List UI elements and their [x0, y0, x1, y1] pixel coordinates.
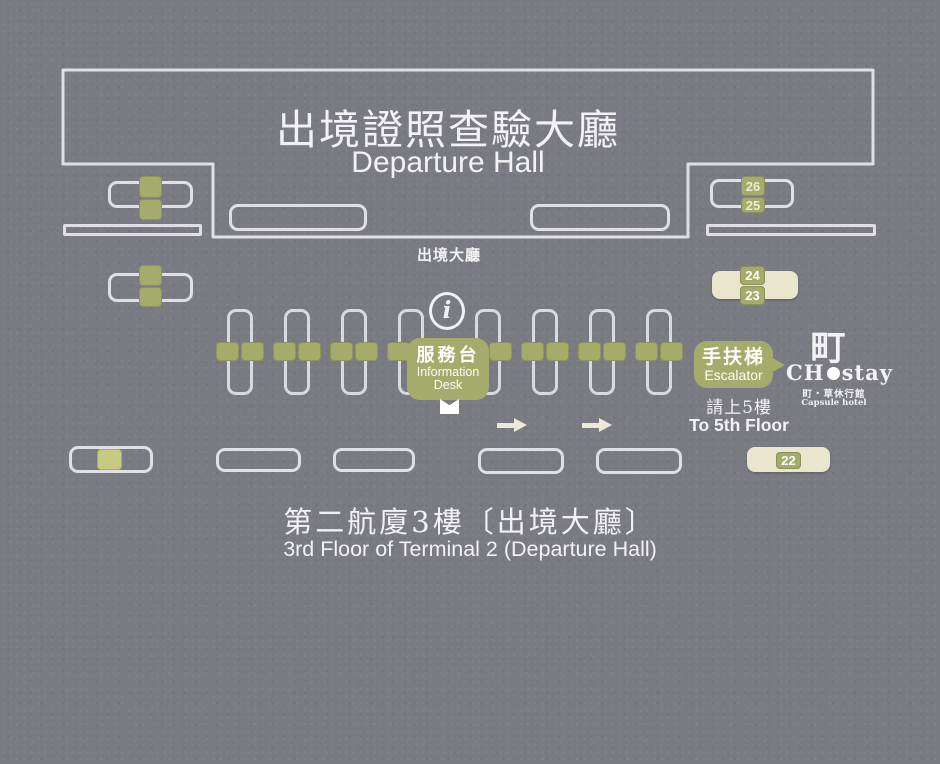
to-5th-floor-zh: 請上5樓: [706, 398, 772, 418]
counter-outline: [596, 448, 682, 474]
escalator-bubble: 手扶梯 Escalator: [694, 341, 773, 388]
booth-marker-left: [330, 342, 353, 361]
counter-marker: [139, 176, 162, 198]
booth-marker-right: [298, 342, 321, 361]
information-desk-label-en1: Information: [416, 365, 480, 379]
counter-marker: [139, 265, 162, 286]
wall-bar: [63, 224, 202, 236]
counter-outline: [216, 448, 301, 472]
gate-23-badge: 23: [740, 286, 765, 305]
information-desk-bubble: 服務台 Information Desk: [407, 338, 489, 400]
right-arrow-icon: [497, 418, 527, 432]
booth-marker-left: [273, 342, 296, 361]
counter-outline: [478, 448, 564, 474]
booth-marker-left: [578, 342, 601, 361]
counter-marker-light: [97, 449, 122, 470]
booth-marker-right: [241, 342, 264, 361]
gate-26-badge: 26: [741, 176, 765, 196]
counter-outline: [69, 446, 153, 473]
escalator-label-en: Escalator: [704, 366, 763, 383]
floor-caption-en: 3rd Floor of Terminal 2 (Departure Hall): [283, 537, 657, 561]
cho-stay-name-zh: 町・草休行館: [802, 389, 866, 400]
counter-marker: [139, 199, 162, 220]
counter-outline: [229, 204, 367, 231]
logo-wordmark-suffix: stay: [841, 360, 893, 385]
booth-marker-right: [660, 342, 683, 361]
logo-wordmark-prefix: CH: [786, 360, 825, 385]
cho-stay-logo-wordmark: CH stay: [786, 360, 892, 385]
gate-25-badge: 25: [741, 197, 765, 213]
information-desk-pointer: [440, 399, 459, 414]
escalator-label-zh: 手扶梯: [701, 345, 765, 368]
info-icon: i: [429, 292, 465, 330]
booth-marker-left: [387, 342, 410, 361]
right-arrow-icon: [582, 418, 612, 432]
booth-marker-right: [355, 342, 378, 361]
cho-stay-caption: Capsule hotel: [801, 398, 867, 408]
counter-outline: [530, 204, 670, 231]
hall-area-label: 出境大廳: [416, 247, 481, 264]
information-desk-label-en2: Desk: [433, 378, 463, 392]
to-5th-floor-en: To 5th Floor: [689, 415, 789, 435]
escalator-pointer: [771, 357, 785, 373]
page-title-zh: 出境證照查驗大廳: [276, 107, 620, 153]
page-title-en: Departure Hall: [351, 146, 545, 179]
counter-marker: [139, 287, 162, 307]
logo-o-dot-icon: [826, 367, 840, 380]
booth-marker-right: [603, 342, 626, 361]
booth-marker-left: [216, 342, 239, 361]
wall-bar: [706, 224, 876, 236]
gate-24-badge: 24: [740, 266, 765, 285]
floor-caption-zh: 第二航廈3樓〔出境大廳〕: [283, 505, 657, 539]
booth-marker-right: [546, 342, 569, 361]
booth-marker-left: [521, 342, 544, 361]
booth-marker-left: [635, 342, 658, 361]
info-icon-letter: i: [442, 296, 452, 324]
booth-marker-right: [489, 342, 512, 361]
counter-outline: [333, 448, 415, 472]
information-desk-label-zh: 服務台: [416, 345, 480, 366]
cho-stay-logo-glyph: 町: [810, 328, 846, 369]
gate-22-badge: 22: [776, 452, 801, 469]
